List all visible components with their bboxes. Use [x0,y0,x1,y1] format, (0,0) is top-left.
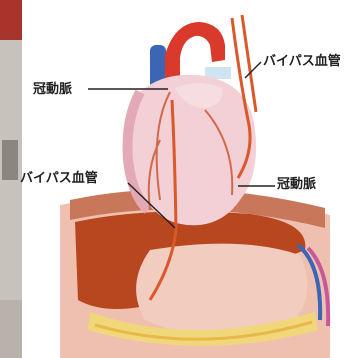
coronary-artery-label-right: 冠動脈 [277,177,316,192]
coronary-artery-label-left: 冠動脈 [33,82,72,97]
bypass-vessel-label-left: バイパス血管 [20,171,98,186]
left-photo-strip [0,0,22,358]
bypass-vessel-label-top: バイパス血管 [263,54,341,69]
